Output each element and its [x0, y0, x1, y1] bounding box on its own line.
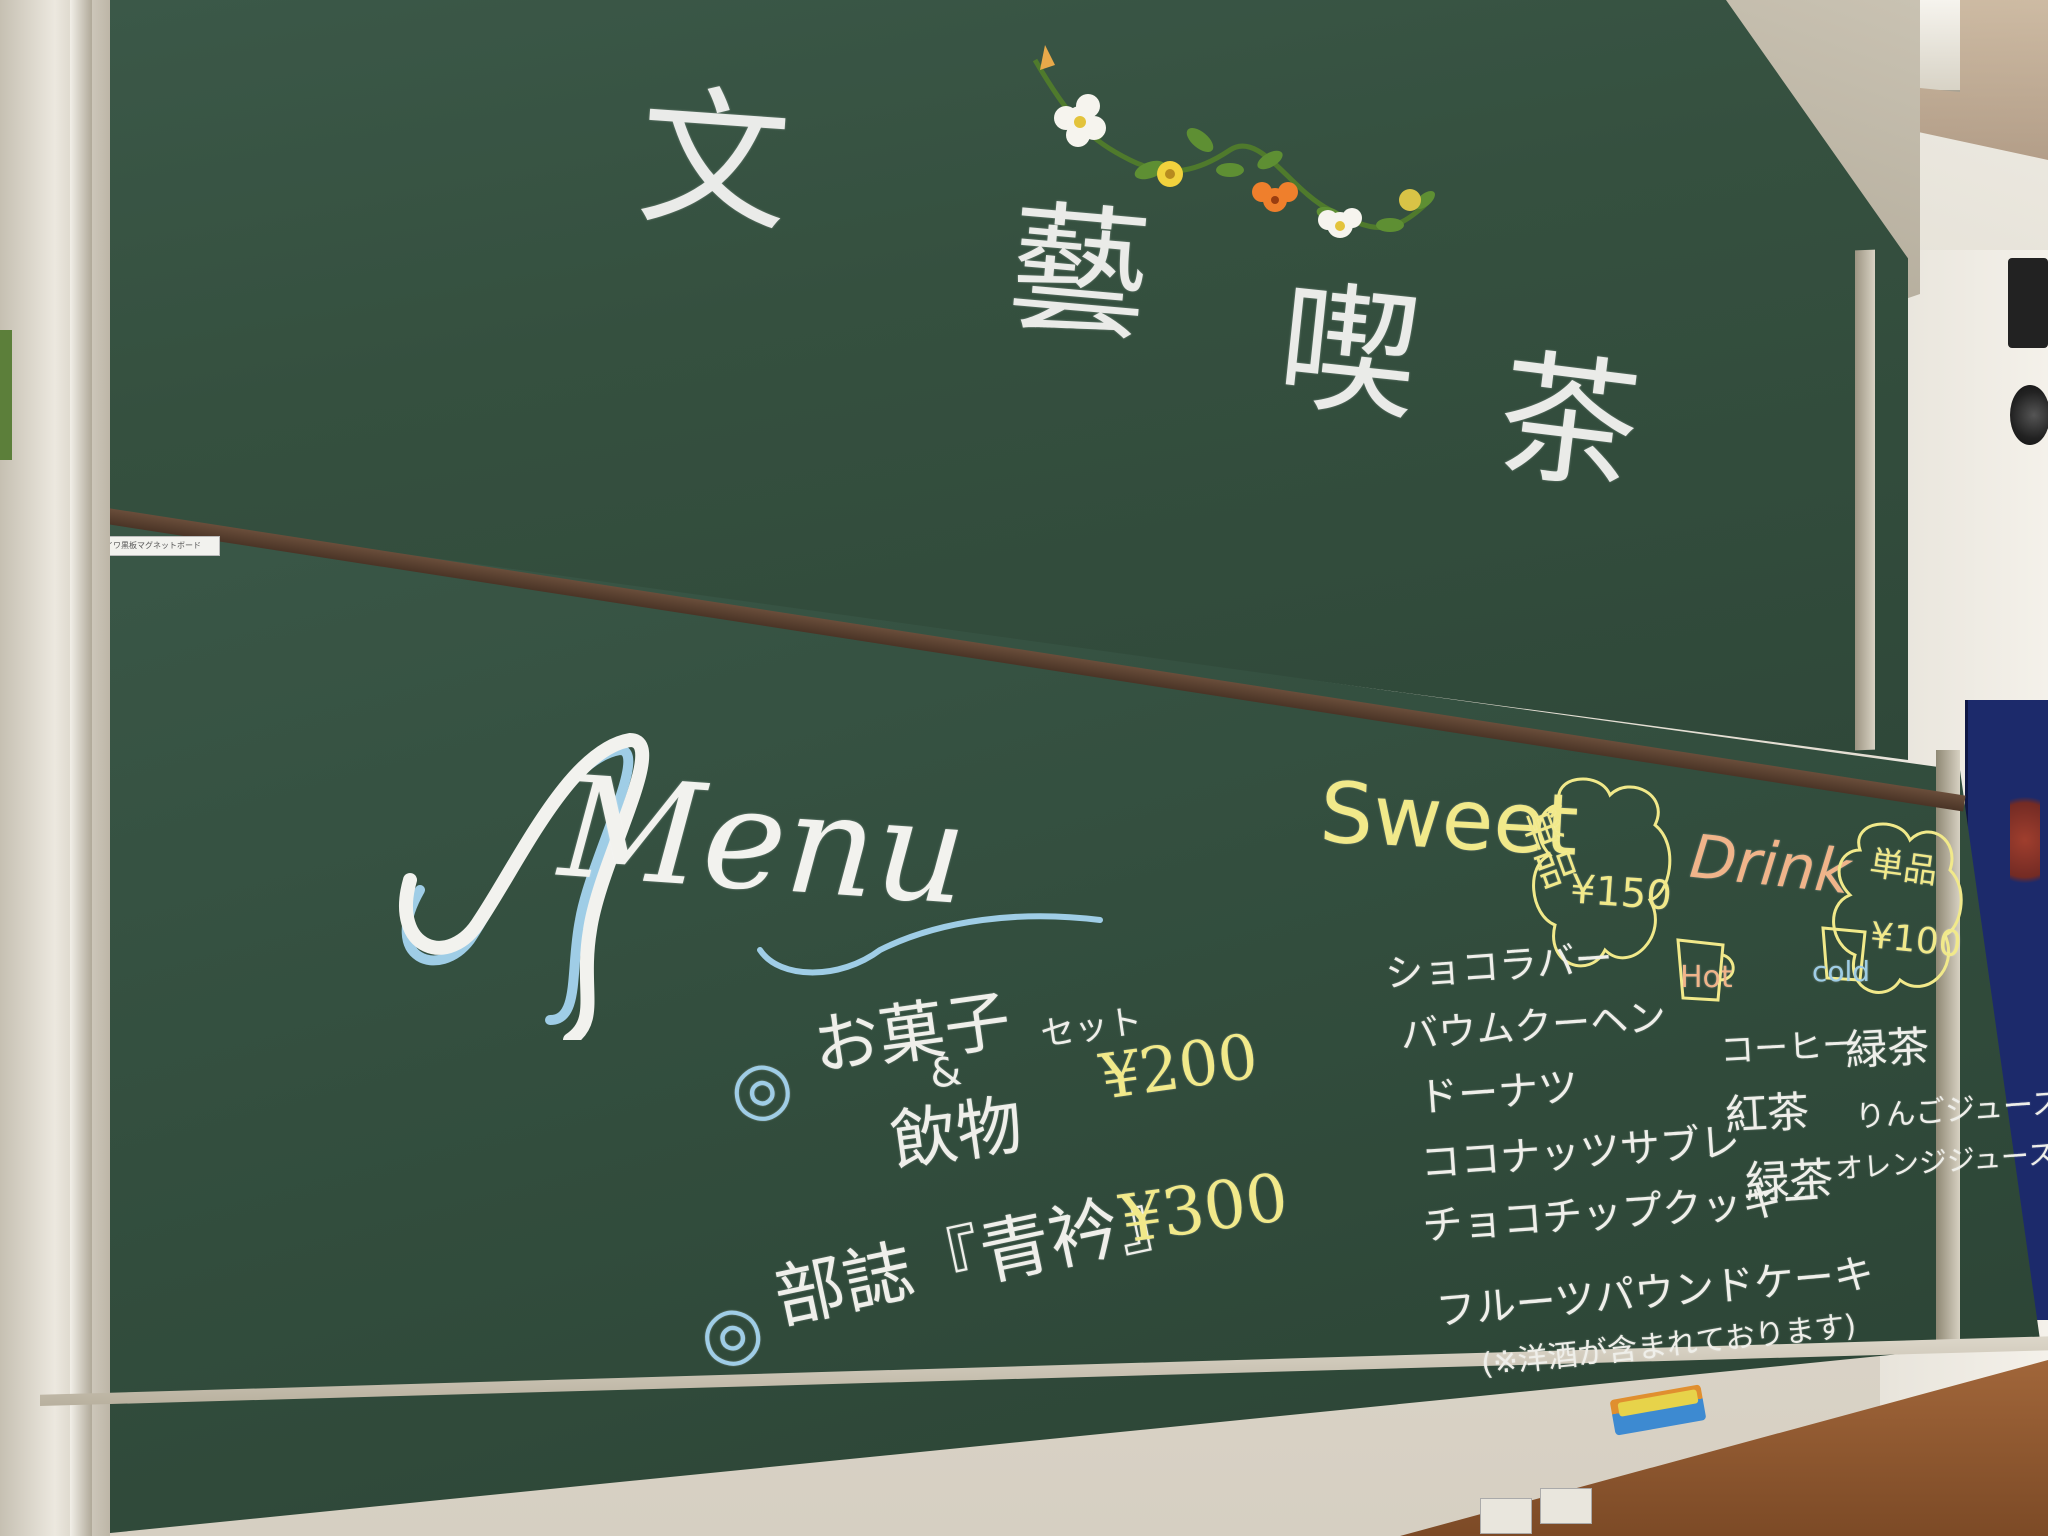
drink-cold-item: 緑茶: [1843, 1021, 1931, 1076]
sweet-badge-price: ¥150: [1568, 866, 1674, 920]
title-char-sa: 茶: [1489, 333, 1648, 513]
wall-speaker: [2008, 258, 2048, 348]
left-edge-plant: [0, 330, 12, 460]
drink-price-badge: [1832, 822, 1963, 994]
cold-glass-icon: [1821, 926, 1867, 982]
drink-hot-label: Hot: [1680, 960, 1733, 995]
wall-outlet: [1540, 1488, 1592, 1524]
menu-heading: Menu: [554, 746, 972, 937]
left-frame-edge: [70, 0, 92, 1536]
title-char-gei: 藝: [1002, 186, 1156, 361]
title-char-bun: 文: [633, 69, 795, 254]
menu-item-marker: ◎: [724, 1041, 799, 1133]
drink-hot-item: 緑茶: [1743, 1153, 1835, 1210]
white-flower: [1054, 94, 1106, 147]
wall-outlet: [1480, 1498, 1532, 1534]
menu-item-name-line2: 飲物: [886, 1086, 1028, 1181]
hot-cup-icon: [1676, 938, 1735, 1002]
lower-board-rail: [1936, 750, 1960, 1350]
menu-heading-flourish: [399, 732, 1103, 1040]
wall-fan: [2010, 385, 2048, 445]
sweet-price-badge: [1532, 777, 1672, 968]
left-frame: [0, 0, 110, 1536]
drink-hot-item: 紅茶: [1723, 1086, 1811, 1141]
title-char-kitsu: 喫: [1270, 265, 1427, 442]
bulletin-decoration: [2010, 780, 2040, 900]
drink-hot-item: コーヒー: [1719, 1024, 1858, 1072]
flower-vine-decoration: [1032, 45, 1435, 238]
upper-board-rail: [1855, 249, 1875, 751]
drink-badge-label: 単品: [1867, 843, 1940, 893]
sweet-item: ドーナツ: [1416, 1064, 1580, 1122]
drink-cold-label: cold: [1812, 955, 1871, 988]
